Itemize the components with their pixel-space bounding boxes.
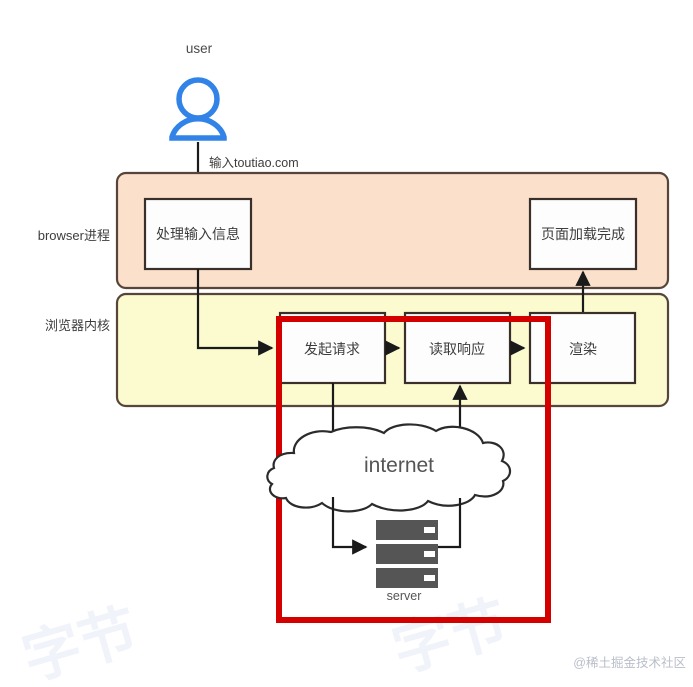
edge-label-input-url: 输入toutiao.com xyxy=(209,155,299,170)
node-handle-input[interactable] xyxy=(143,197,253,271)
watermark-diagonal-right-text: 字节 xyxy=(386,590,515,684)
lane-label-browser-kernel: 浏览器内核 xyxy=(45,318,110,333)
internet-label: internet xyxy=(364,454,434,477)
node-page-loaded[interactable] xyxy=(528,197,638,271)
lane-label-browser-process: browser进程 xyxy=(38,228,110,243)
watermark-diagonal-right: 字节 xyxy=(386,590,515,684)
server-label: server xyxy=(387,589,422,603)
node-render-label: 渲染 xyxy=(569,341,597,357)
node-read-response-label: 读取响应 xyxy=(429,341,485,357)
watermark-corner: @稀土掘金技术社区 xyxy=(573,655,686,670)
watermark-diagonal-left: 字节 xyxy=(16,598,145,687)
internet-cloud: internet xyxy=(266,423,512,513)
node-read-response[interactable] xyxy=(403,311,512,385)
node-send-request-label: 发起请求 xyxy=(304,341,360,357)
node-handle-input-label: 处理输入信息 xyxy=(156,226,240,242)
node-send-request[interactable] xyxy=(278,311,387,385)
edge-handle-input-to-send-request xyxy=(196,269,274,356)
watermark-diagonal-left-text: 字节 xyxy=(16,598,145,687)
user-icon xyxy=(169,77,227,141)
edge-server-to-internet xyxy=(437,498,462,549)
server-icon xyxy=(376,520,438,588)
user-label: user xyxy=(186,41,213,56)
edge-internet-to-server xyxy=(331,497,368,555)
node-page-loaded-label: 页面加载完成 xyxy=(541,226,625,242)
